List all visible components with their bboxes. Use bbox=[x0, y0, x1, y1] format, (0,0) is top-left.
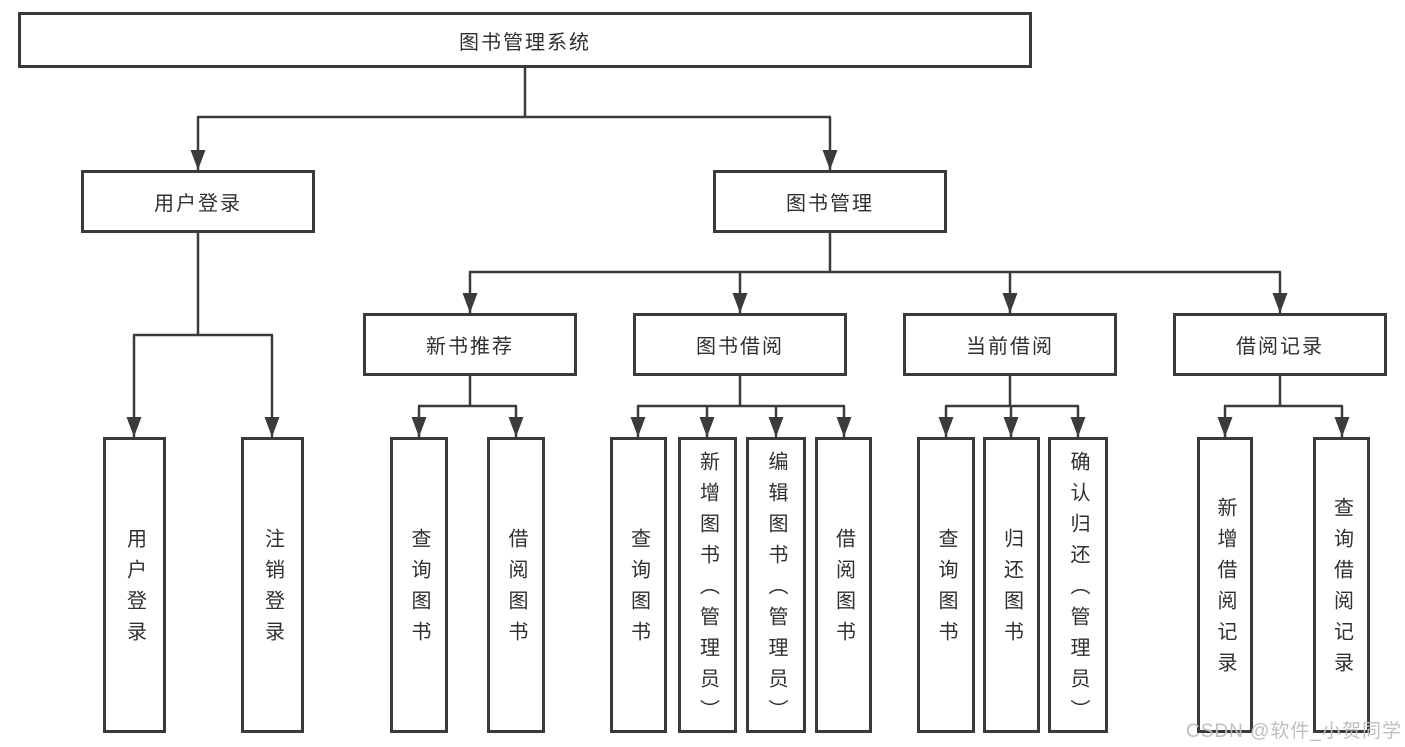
connector-arrows bbox=[126, 117, 1350, 437]
node-confirm-return-admin: 确认归还（管理员） bbox=[1048, 437, 1108, 733]
node-query-books-borrow: 查询图书 bbox=[610, 437, 667, 733]
node-new-book-recommend: 新书推荐 bbox=[363, 313, 577, 376]
node-library-system: 图书管理系统 bbox=[18, 12, 1032, 68]
node-query-books-current: 查询图书 bbox=[917, 437, 975, 733]
node-logout-leaf: 注销登录 bbox=[241, 437, 304, 733]
node-book-borrow: 图书借阅 bbox=[633, 313, 847, 376]
watermark: CSDN @软件_小贺同学 bbox=[1186, 721, 1402, 742]
connector-lines bbox=[133, 68, 1343, 408]
node-user-login-leaf: 用户登录 bbox=[103, 437, 166, 733]
node-add-borrow-record: 新增借阅记录 bbox=[1197, 437, 1253, 733]
node-add-book-admin: 新增图书（管理员） bbox=[678, 437, 737, 733]
node-user-login: 用户登录 bbox=[81, 170, 315, 233]
node-edit-book-admin: 编辑图书（管理员） bbox=[746, 437, 806, 733]
node-borrow-records: 借阅记录 bbox=[1173, 313, 1387, 376]
node-borrow-books-leaf: 借阅图书 bbox=[815, 437, 872, 733]
node-borrow-books-recommend: 借阅图书 bbox=[487, 437, 545, 733]
node-current-borrow: 当前借阅 bbox=[903, 313, 1117, 376]
node-return-book: 归还图书 bbox=[983, 437, 1040, 733]
node-query-books-recommend: 查询图书 bbox=[390, 437, 448, 733]
node-book-management: 图书管理 bbox=[713, 170, 947, 233]
node-query-borrow-record: 查询借阅记录 bbox=[1313, 437, 1370, 733]
